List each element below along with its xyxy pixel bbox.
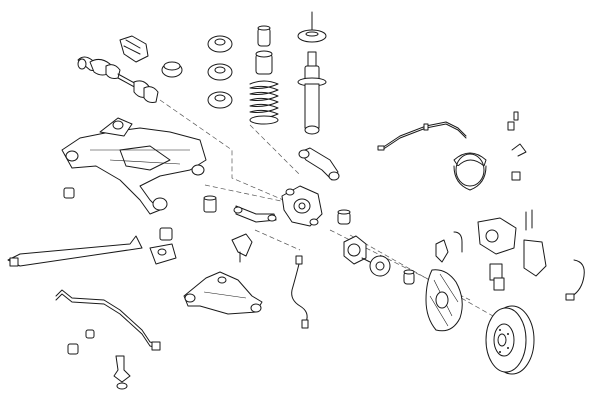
bushings [63, 187, 217, 265]
handbrake-cable [377, 121, 467, 151]
wheel-hub [343, 235, 391, 277]
brake-dust-shield [425, 269, 463, 332]
bushings-middle [337, 209, 415, 285]
spring-seat-stack [207, 35, 233, 109]
rear-subframe [61, 117, 207, 215]
shock-absorber [297, 11, 327, 135]
stabilizer-bar [7, 235, 161, 390]
drive-shaft [77, 56, 159, 103]
coil-spring [249, 25, 279, 125]
upper-control-arm [298, 147, 340, 181]
brake-shoes [453, 111, 527, 191]
toe-link [231, 205, 277, 263]
brake-caliper [435, 209, 547, 291]
wheel-carrier [281, 185, 323, 227]
abs-sensor [291, 255, 585, 329]
brake-disc [485, 305, 535, 375]
cv-boot [119, 35, 183, 78]
lower-control-arm [183, 271, 263, 315]
